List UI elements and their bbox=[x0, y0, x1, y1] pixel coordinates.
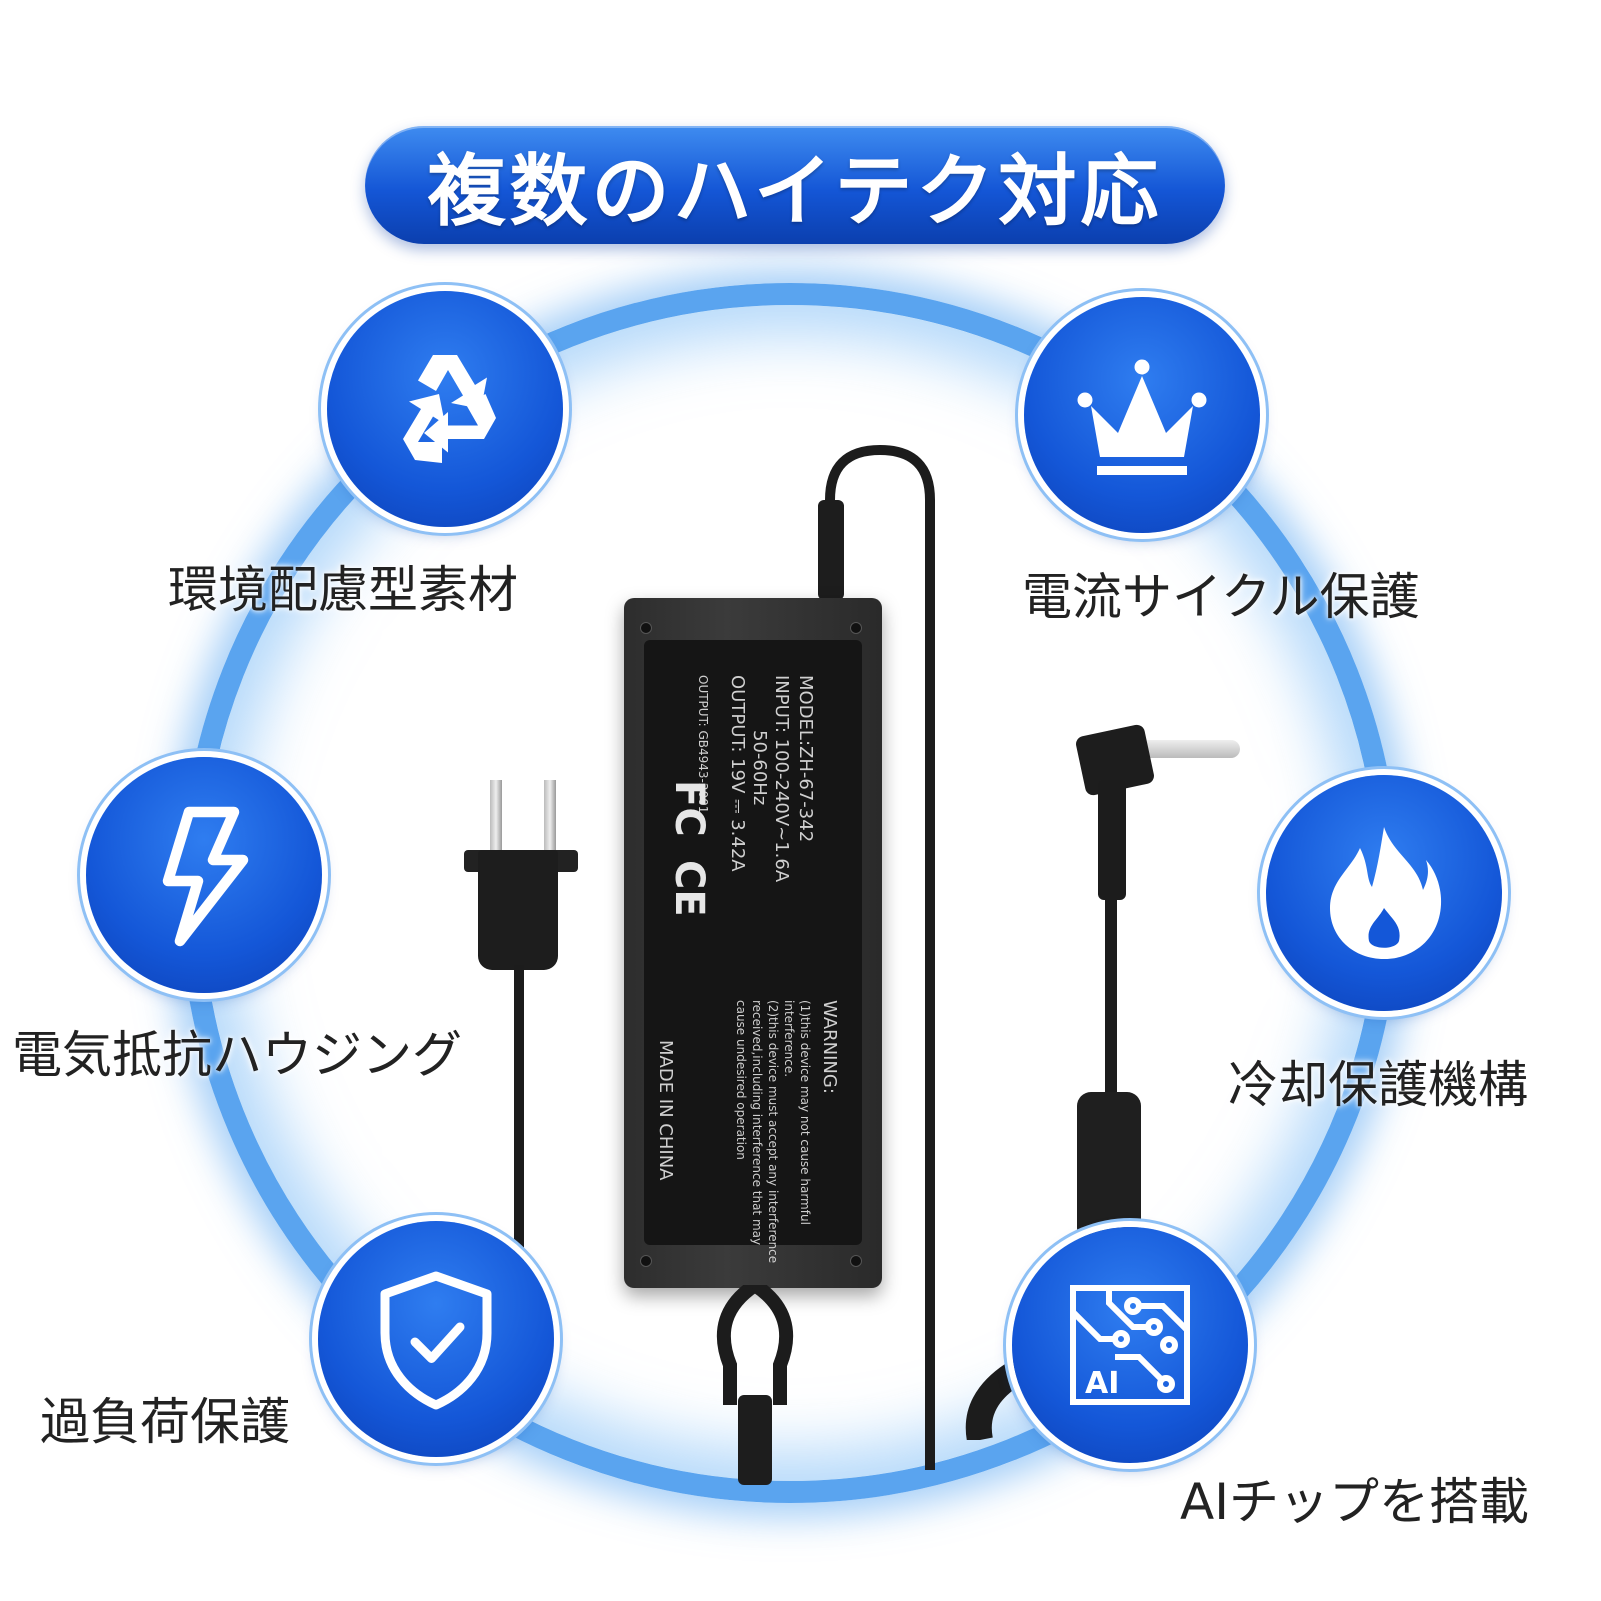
screw bbox=[640, 622, 652, 634]
feature-circle-lightning bbox=[86, 757, 322, 993]
flame-icon bbox=[1330, 827, 1442, 959]
feature-circle-shield bbox=[318, 1221, 554, 1457]
ferrite-core bbox=[1077, 1092, 1141, 1242]
feature-circle-flame bbox=[1266, 775, 1502, 1011]
feature-label-recycle: 環境配慮型素材 bbox=[168, 561, 518, 619]
label-warning-1: (1)this device may not cause harmful bbox=[798, 1000, 812, 1225]
feature-circle-ai-chip: AI bbox=[1012, 1227, 1248, 1463]
label-origin: MADE IN CHINA bbox=[655, 1040, 676, 1181]
label-warning-2: (2)this device must accept any interfere… bbox=[766, 1000, 780, 1264]
screw bbox=[850, 622, 862, 634]
label-warning: WARNING: bbox=[819, 1000, 840, 1094]
adapter-cable bbox=[818, 444, 935, 1470]
feature-label-lightning: 電気抵抗ハウジング bbox=[12, 1026, 462, 1084]
label-warning-1b: interference. bbox=[782, 1000, 796, 1078]
plug-prong bbox=[490, 780, 502, 850]
label-warning-2c: cause undesired operation bbox=[734, 1000, 748, 1160]
feature-label-ai-chip: AIチップを搭載 bbox=[1180, 1473, 1529, 1531]
page-title: 複数のハイテク対応 bbox=[365, 126, 1225, 244]
ce-mark: CE bbox=[666, 860, 712, 917]
feature-circle-recycle bbox=[327, 291, 563, 527]
shield-check-icon bbox=[380, 1271, 492, 1410]
crown-icon bbox=[1077, 359, 1207, 475]
label-model: MODEL:ZH-67-342 bbox=[795, 675, 816, 843]
lightning-bolt-icon bbox=[162, 806, 249, 947]
feature-label-crown: 電流サイクル保護 bbox=[1022, 568, 1420, 626]
ai-chip-text: AI bbox=[1085, 1366, 1119, 1401]
adapter-label-panel bbox=[644, 640, 862, 1245]
ac-plug-body bbox=[478, 850, 558, 970]
feature-label-shield: 過負荷保護 bbox=[40, 1393, 290, 1451]
adapter-bottom-cord bbox=[716, 1285, 794, 1485]
dc-plug-tip bbox=[1140, 740, 1240, 758]
plug-prong bbox=[544, 780, 556, 850]
ai-chip-icon: AI bbox=[1070, 1285, 1190, 1405]
recycle-icon bbox=[403, 355, 496, 463]
dc-cord bbox=[1105, 895, 1117, 1095]
screw bbox=[850, 1255, 862, 1267]
feature-circle-crown bbox=[1024, 297, 1260, 533]
label-output: OUTPUT: 19V ⎓ 3.42A bbox=[727, 675, 748, 872]
dc-strain-relief bbox=[1098, 780, 1126, 900]
label-warning-2b: received,including interference that may bbox=[750, 1000, 764, 1246]
label-input: INPUT: 100-240V~1.6A bbox=[771, 675, 792, 883]
ac-cord bbox=[514, 965, 524, 1425]
screw bbox=[640, 1255, 652, 1267]
label-freq: 50-60Hz bbox=[749, 730, 770, 806]
fcc-mark: FC bbox=[666, 780, 712, 837]
feature-label-flame: 冷却保護機構 bbox=[1228, 1056, 1528, 1114]
